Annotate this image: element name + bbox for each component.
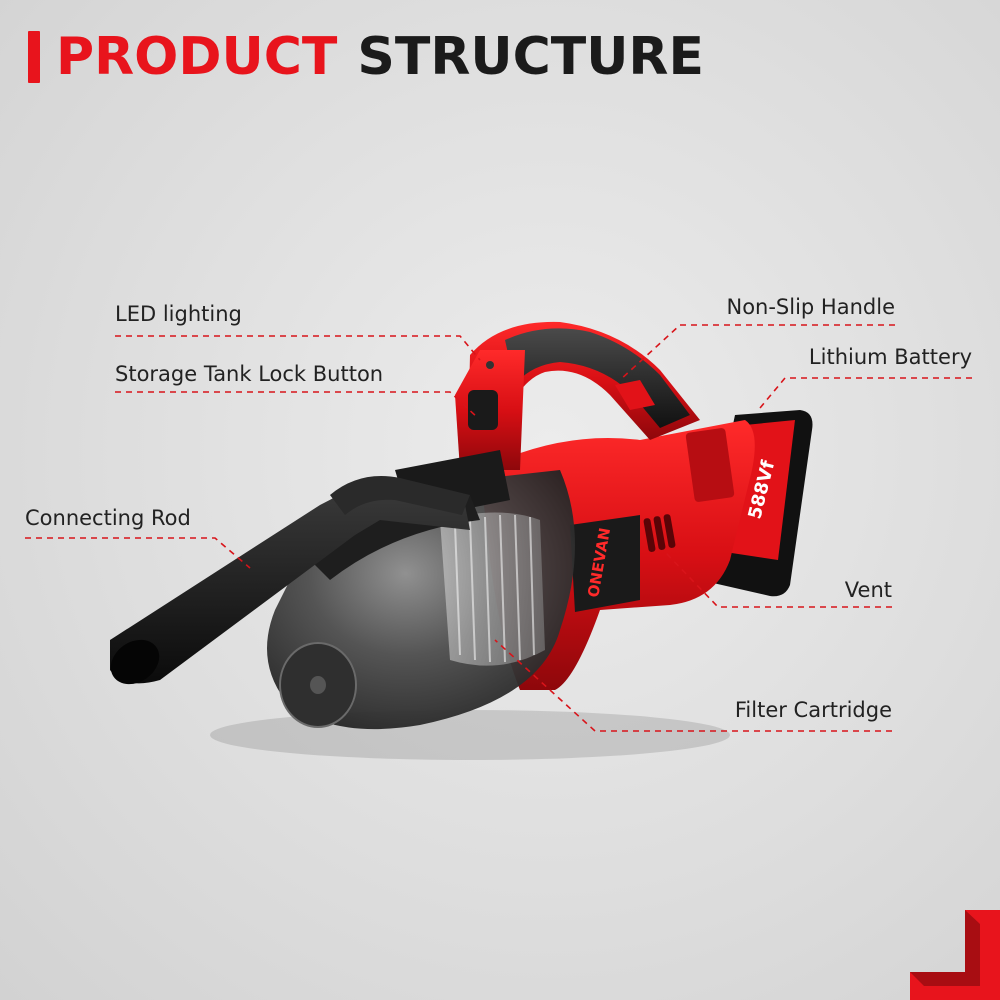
leader-lock: [115, 391, 479, 419]
leader-vent: [664, 551, 892, 608]
leader-lines: [25, 324, 972, 732]
label-connecting-rod: Connecting Rod: [25, 506, 191, 530]
leader-rod: [25, 537, 251, 569]
label-vent: Vent: [844, 578, 892, 602]
connecting-rod: [110, 476, 470, 685]
front-head: [455, 350, 525, 470]
title-product: PRODUCT: [56, 27, 338, 87]
page-title: PRODUCT STRUCTURE: [28, 22, 704, 92]
leader-led: [115, 335, 481, 361]
title-accent-bar: [28, 31, 40, 83]
leader-filter: [494, 639, 892, 732]
handle: [468, 321, 700, 440]
label-lithium-battery: Lithium Battery: [808, 345, 972, 369]
title-structure: STRUCTURE: [357, 27, 704, 87]
floor-shadow: [210, 710, 730, 760]
leader-handle: [619, 324, 895, 381]
label-led-lighting: LED lighting: [115, 302, 242, 326]
label-storage-tank-lock-button: Storage Tank Lock Button: [115, 362, 384, 386]
corner-accent-icon: [910, 910, 1000, 1000]
label-non-slip-handle: Non-Slip Handle: [726, 295, 895, 319]
label-filter-cartridge: Filter Cartridge: [734, 698, 892, 722]
vent-slots: [643, 514, 676, 552]
filter-cartridge-visual: [440, 512, 545, 666]
leader-battery: [759, 377, 972, 409]
